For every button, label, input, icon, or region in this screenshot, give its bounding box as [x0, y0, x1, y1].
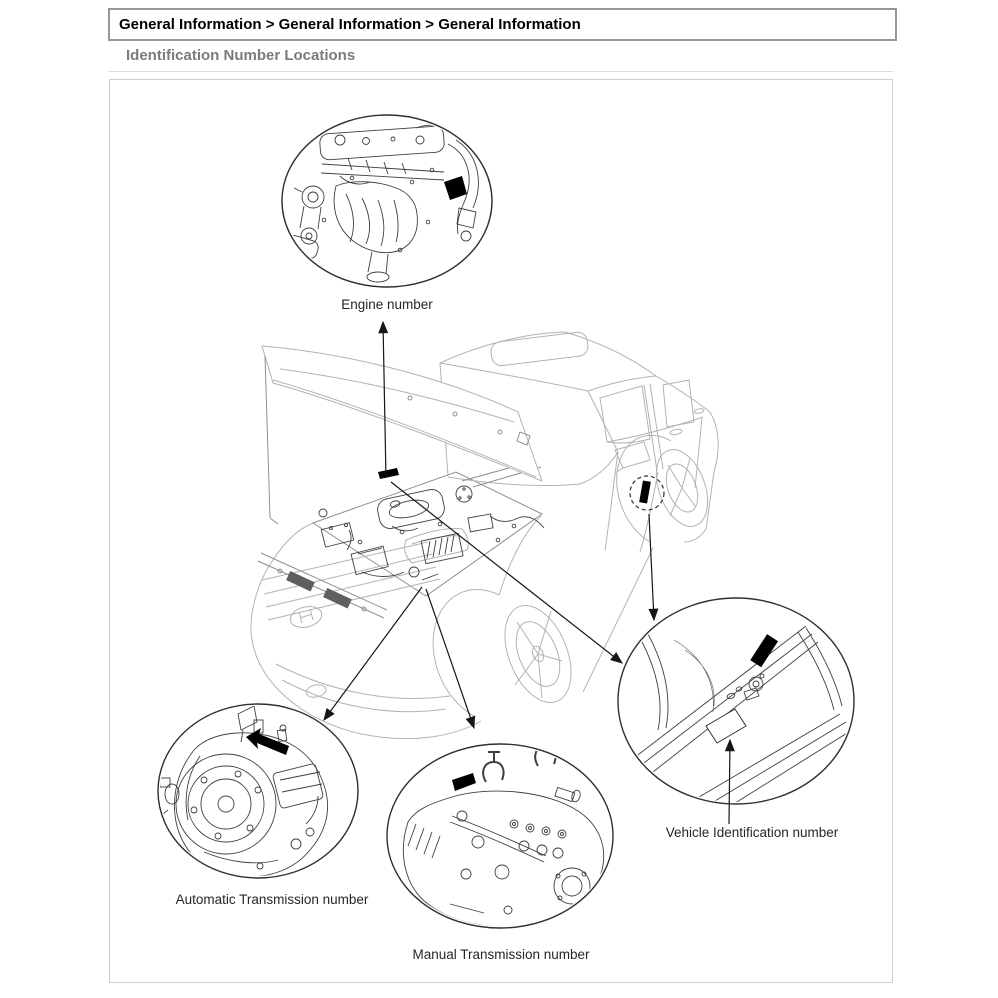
callout-arrows — [323, 320, 735, 825]
engine-number-label: Engine number — [341, 297, 433, 312]
title-divider — [108, 71, 893, 72]
identification-diagram: Engine number Automatic Transmission num… — [157, 114, 855, 962]
vin-dark-plate — [750, 634, 779, 668]
automatic-transmission-drawing — [160, 706, 329, 876]
manual-transmission-label: Manual Transmission number — [412, 947, 590, 962]
automatic-transmission-label: Automatic Transmission number — [176, 892, 369, 907]
page-title: Identification Number Locations — [126, 47, 356, 64]
hood-prop-rod — [264, 355, 279, 525]
open-hood — [261, 345, 543, 482]
vin-plate — [705, 708, 747, 744]
diagram-labels: Engine number Automatic Transmission num… — [176, 297, 839, 962]
engine-number-plate — [378, 468, 399, 479]
vin-from-door-arrow — [648, 513, 659, 622]
brand-logo — [289, 606, 323, 628]
automatic-transmission-arrow — [323, 586, 423, 722]
front-wheel — [504, 604, 572, 704]
breadcrumb: General Information > General Informatio… — [108, 8, 897, 41]
engine-bay-components — [318, 485, 545, 581]
car-illustration — [250, 331, 719, 740]
vin-from-cowl-arrow — [390, 481, 623, 664]
manual-transmission-arrow — [425, 588, 476, 730]
manual-transmission-callout — [386, 743, 614, 929]
engine-number-arrow — [378, 320, 389, 479]
engine-callout — [281, 114, 493, 288]
vin-callout — [617, 597, 855, 805]
breadcrumb-text: General Information > General Informatio… — [119, 16, 581, 33]
mt-number-plate — [452, 773, 476, 791]
figure-container: Engine number Automatic Transmission num… — [109, 79, 893, 983]
rear-wheel — [655, 449, 709, 527]
vin-location-marker — [629, 475, 665, 511]
vin-label: Vehicle Identification number — [666, 825, 839, 840]
automatic-transmission-callout — [157, 703, 359, 879]
at-number-pointer — [246, 728, 289, 755]
vin-label-arrow — [724, 738, 735, 825]
vin-drawing — [633, 625, 852, 802]
